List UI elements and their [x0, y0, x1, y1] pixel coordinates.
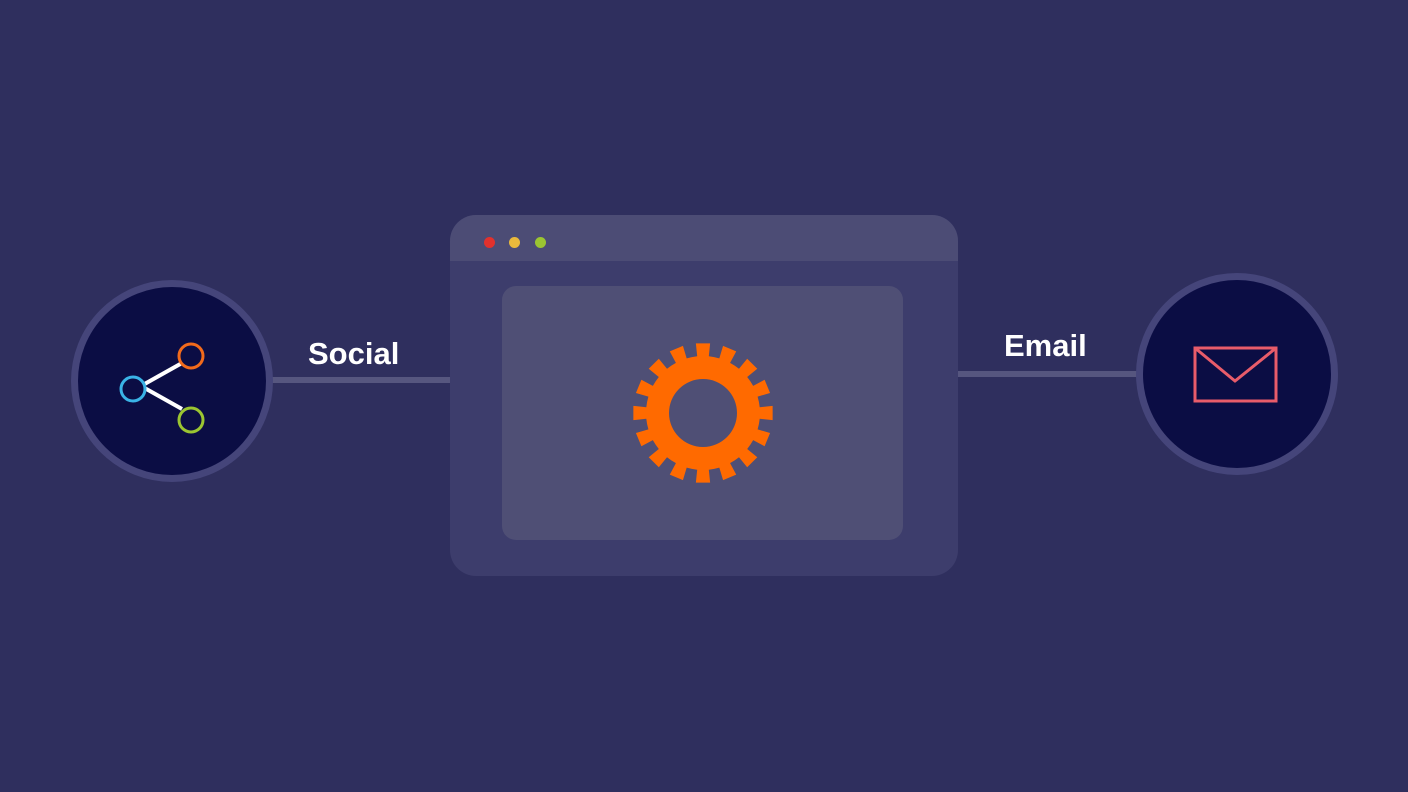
window-close-dot — [484, 237, 495, 248]
gear-shape — [633, 343, 773, 483]
share-icon — [119, 342, 205, 434]
window-maximize-dot — [535, 237, 546, 248]
social-connector-line — [270, 377, 452, 383]
social-node — [71, 280, 273, 482]
social-label: Social — [308, 336, 400, 371]
app-window — [450, 215, 958, 576]
window-content-panel — [502, 286, 903, 540]
gear-icon — [633, 343, 773, 483]
email-label: Email — [1004, 328, 1087, 363]
share-node-orange — [177, 342, 205, 370]
envelope-icon — [1193, 346, 1278, 403]
window-titlebar — [450, 215, 958, 261]
share-node-blue — [119, 375, 147, 403]
window-minimize-dot — [509, 237, 520, 248]
email-connector-line — [956, 371, 1138, 377]
email-node — [1136, 273, 1338, 475]
share-node-green — [177, 406, 205, 434]
